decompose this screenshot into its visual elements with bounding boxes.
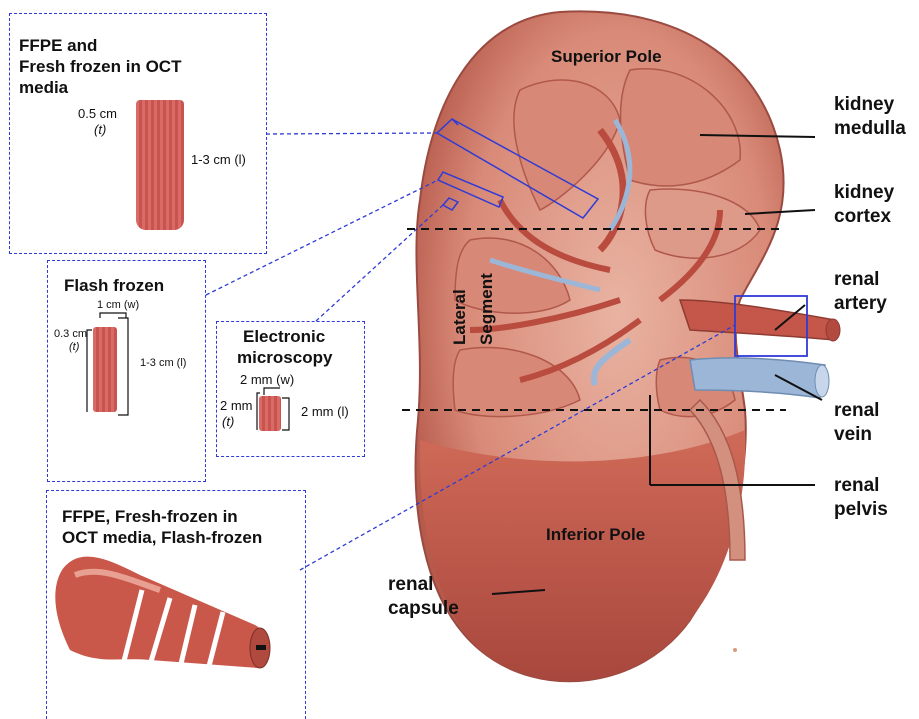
cortex-label-line2: cortex bbox=[834, 205, 891, 228]
em-length-label: 2 mm (l) bbox=[301, 404, 349, 420]
em-width-label: 2 mm (w) bbox=[240, 372, 294, 388]
pelvis-label-line1: renal bbox=[834, 474, 879, 497]
flash-frozen-thickness-label: 0.3 cm bbox=[54, 328, 87, 341]
flash-frozen-length-label: 1-3 cm (l) bbox=[140, 357, 186, 370]
ffpe-oct-title-line1: FFPE and bbox=[19, 35, 97, 56]
em-title-line2: microscopy bbox=[237, 347, 332, 368]
lateral-label: Lateral bbox=[449, 289, 470, 345]
flash-frozen-title: Flash frozen bbox=[64, 275, 164, 296]
ffpe-length-label: 1-3 cm (l) bbox=[191, 152, 246, 168]
ffpe-thickness-symbol: (t) bbox=[94, 122, 106, 138]
flash-frozen-thickness-symbol: (t) bbox=[69, 341, 79, 354]
em-thickness-label: 2 mm bbox=[220, 398, 253, 414]
flash-frozen-width-label: 1 cm (w) bbox=[97, 299, 139, 312]
vein-label-line1: renal bbox=[834, 399, 879, 422]
em-thickness-symbol: (t) bbox=[222, 414, 234, 430]
pelvis-label-line2: pelvis bbox=[834, 498, 888, 521]
vein-label-line2: vein bbox=[834, 423, 872, 446]
medulla-label-line2: medulla bbox=[834, 117, 906, 140]
cortex-label-line1: kidney bbox=[834, 181, 894, 204]
artery-label-line1: renal bbox=[834, 268, 879, 291]
capsule-label-line1: renal bbox=[388, 573, 433, 596]
medulla-label-line1: kidney bbox=[834, 93, 894, 116]
artery-sample-title-line1: FFPE, Fresh-frozen in bbox=[62, 506, 238, 527]
superior-pole-label: Superior Pole bbox=[551, 46, 662, 67]
ffpe-thickness-label: 0.5 cm bbox=[78, 106, 117, 122]
lower-capsule bbox=[420, 430, 745, 681]
inferior-pole-label: Inferior Pole bbox=[546, 524, 645, 545]
em-title-line1: Electronic bbox=[243, 326, 325, 347]
ffpe-oct-title-line2: Fresh frozen in OCT bbox=[19, 56, 181, 77]
ffpe-oct-title-line3: media bbox=[19, 77, 68, 98]
artery-sample-title-line2: OCT media, Flash-frozen bbox=[62, 527, 262, 548]
capsule-label-line2: capsule bbox=[388, 597, 459, 620]
artery-label-line2: artery bbox=[834, 292, 887, 315]
segment-label: Segment bbox=[476, 273, 497, 345]
